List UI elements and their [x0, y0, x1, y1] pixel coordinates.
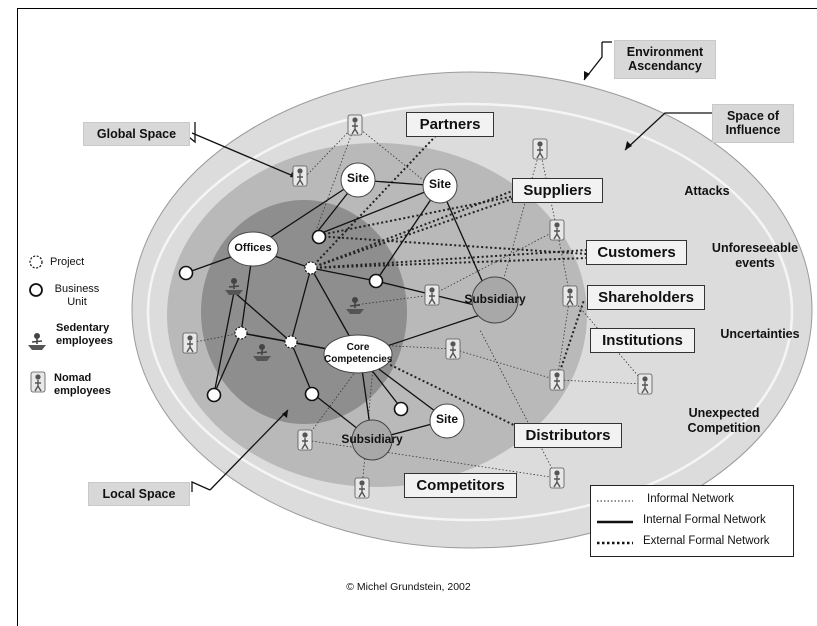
external-network-label: External Formal Network	[643, 535, 770, 547]
unexpected-competition-text: Unexpected Competition	[687, 406, 761, 435]
site-label-2: Site	[428, 177, 451, 191]
suppliers-box: Suppliers	[512, 178, 603, 204]
global-space-label: Global Space	[83, 122, 190, 147]
partners-box: Partners	[406, 112, 494, 138]
core-competencies-label: Core Competencies	[324, 342, 393, 365]
site-node-1	[340, 162, 376, 198]
figure-frame	[17, 8, 817, 626]
space-of-influence-label: Space of Influence	[712, 104, 794, 143]
customers-box: Customers	[586, 240, 687, 266]
environment-label: Environment Ascendancy	[614, 40, 716, 79]
site-label-1: Site	[346, 171, 369, 185]
site-node-3	[429, 403, 465, 439]
subsidiary-label-2: Subsidiary	[341, 432, 403, 446]
distributors-box: Distributors	[514, 423, 622, 449]
informal-network-label: Informal Network	[647, 493, 734, 505]
external-network-lines	[310, 124, 588, 431]
site-node-2	[422, 168, 458, 204]
key-sedentary-label: Sedentary employees	[56, 322, 113, 347]
key-symbols	[27, 255, 47, 393]
offices-label: Offices	[234, 242, 272, 254]
unforeseeable-text: Unforeseeable events	[711, 241, 799, 270]
influence-ellipse	[146, 102, 794, 522]
key-project-label: Project	[50, 256, 85, 268]
subsidiary-label-1: Subsidiary	[464, 292, 526, 306]
site-label-3: Site	[435, 412, 458, 426]
network-legend-lines	[597, 500, 633, 545]
key-business-unit-label: Business Unit	[54, 283, 100, 308]
business-unit-circles	[178, 229, 409, 417]
institutions-box: Institutions	[590, 328, 695, 354]
network-legend: Informal Network Internal Formal Network…	[590, 485, 794, 557]
core-competencies-node	[323, 334, 393, 374]
internal-network-label: Internal Formal Network	[643, 514, 766, 526]
shareholders-box: Shareholders	[587, 285, 705, 311]
competitors-box: Competitors	[404, 473, 517, 499]
local-space-ellipse	[201, 200, 407, 424]
subsidiary-node-2	[351, 419, 393, 461]
offices-node	[227, 231, 279, 267]
subsidiary-node-1	[471, 276, 519, 324]
copyright-text: © Michel Grundstein, 2002	[346, 581, 471, 593]
key-nomad-label: Nomad employees	[54, 372, 111, 397]
attacks-text: Attacks	[684, 184, 730, 198]
local-space-label: Local Space	[88, 482, 190, 507]
uncertainties-text: Uncertainties	[720, 327, 800, 341]
